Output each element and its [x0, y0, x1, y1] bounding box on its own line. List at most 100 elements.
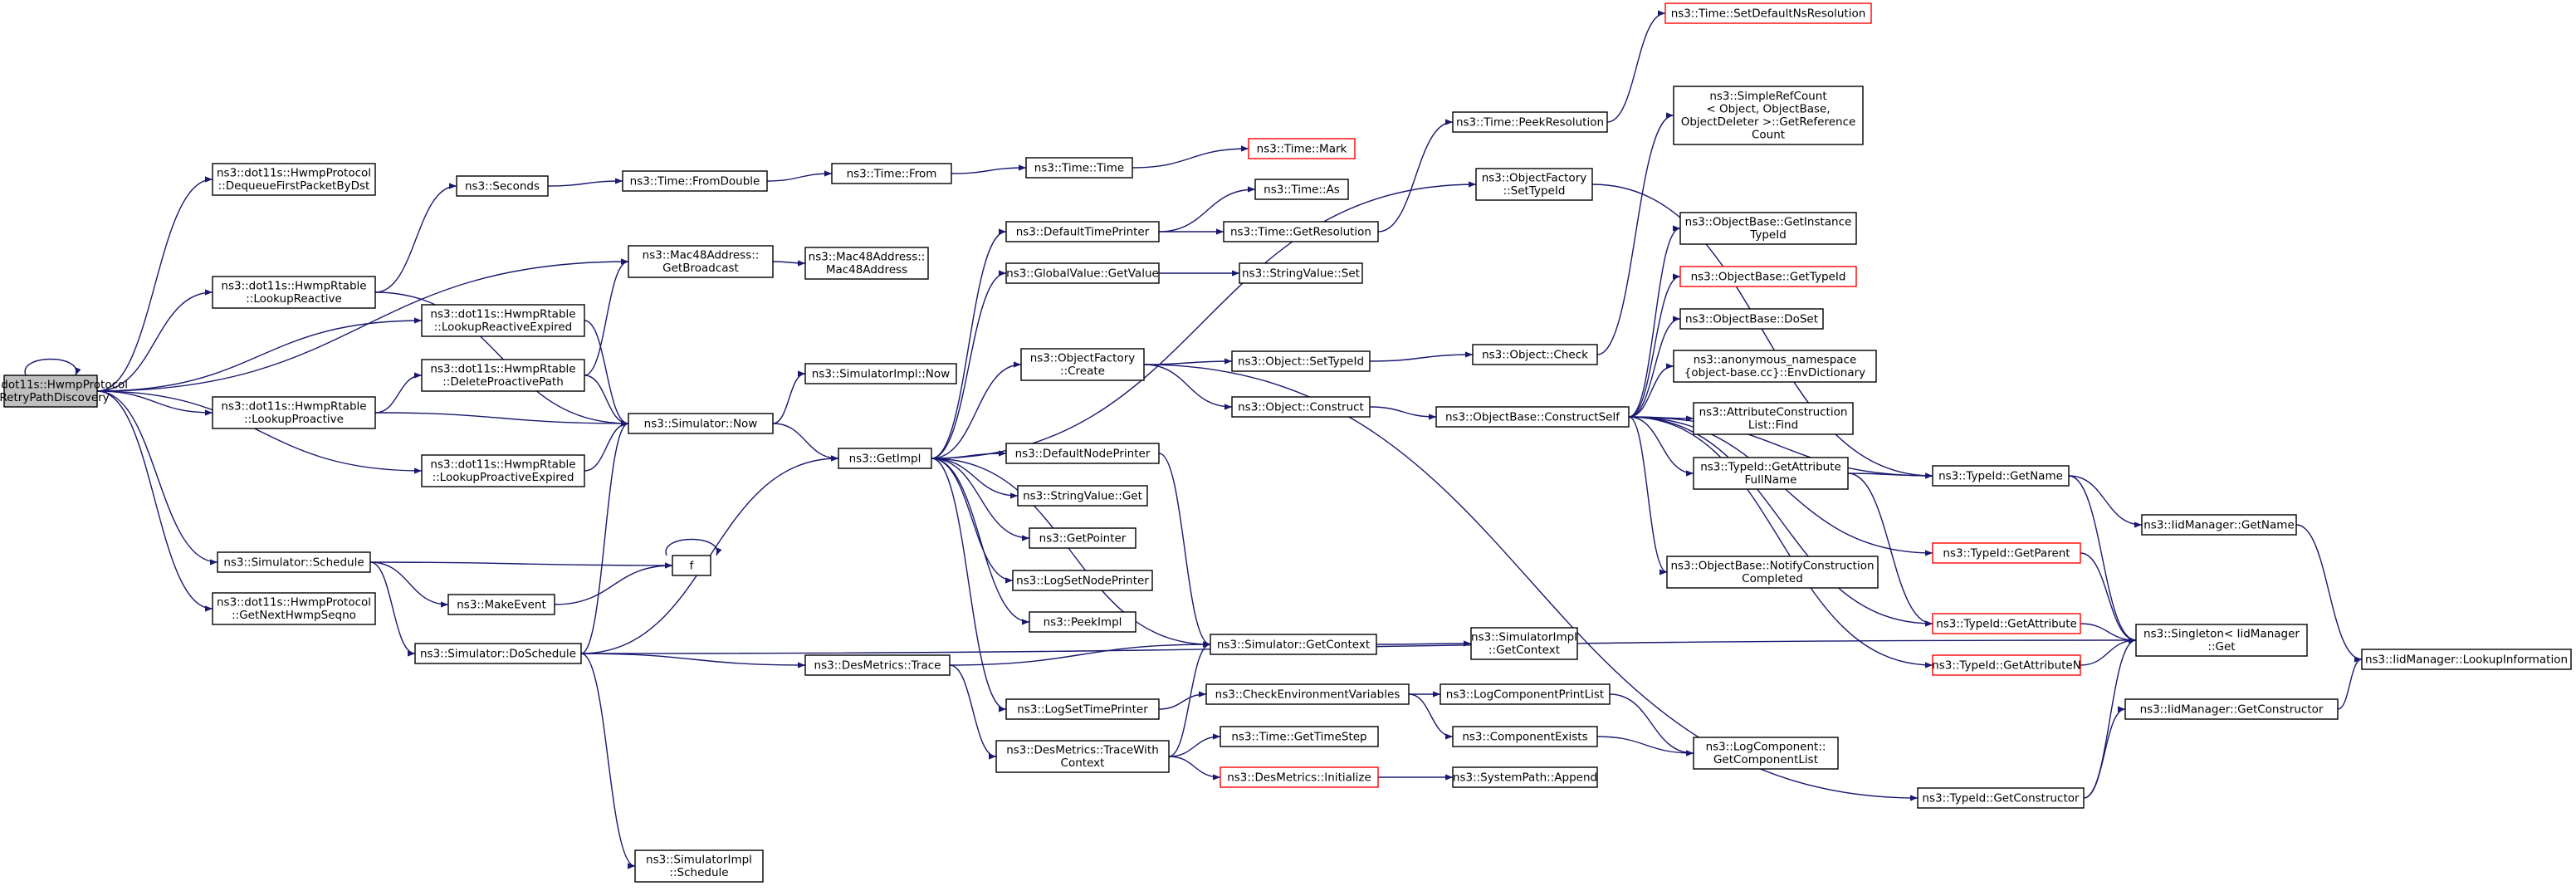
function-node-n51[interactable]: ns3::Object::Check	[1472, 344, 1598, 365]
function-node-n38[interactable]: ns3::SimulatorImpl::GetContext	[1470, 627, 1578, 660]
node-label-line: ns3::IidManager::GetConstructor	[2140, 703, 2324, 716]
function-node-n42[interactable]: ns3::ComponentExists	[1452, 726, 1598, 747]
function-node-n46[interactable]: ns3::SystemPath::Append	[1452, 766, 1598, 788]
function-node-n35[interactable]: ns3::LogSetNodePrinter	[1012, 570, 1153, 591]
function-node-n45[interactable]: ns3::DesMetrics::Initialize	[1220, 766, 1379, 788]
node-label-line: GetComponentList	[1713, 753, 1818, 766]
function-node-n63[interactable]: ns3::TypeId::GetParent	[1932, 542, 2081, 564]
node-label-line: ns3::ComponentExists	[1462, 730, 1587, 743]
function-node-n14[interactable]: ns3::SimulatorImpl::Now	[804, 363, 957, 384]
function-node-n27[interactable]: ns3::GlobalValue::GetValue	[1005, 262, 1160, 284]
function-node-n49[interactable]: ns3::Time::SetDefaultNsResolution	[1664, 2, 1872, 24]
call-edge-n62-n67	[2295, 524, 2363, 663]
call-edge-n0-n6	[96, 390, 213, 416]
node-label-line: ns3::Time::SetDefaultNsResolution	[1671, 7, 1866, 20]
function-node-n56[interactable]: ns3::ObjectBase::DoSet	[1679, 308, 1824, 330]
function-node-n55[interactable]: ns3::ObjectBase::GetTypeId	[1679, 266, 1857, 287]
function-node-n69[interactable]: ns3::TypeId::GetConstructor	[1917, 787, 2085, 809]
function-node-n20[interactable]: ns3::DesMetrics::Trace	[804, 654, 951, 676]
function-node-n18[interactable]: ns3::Simulator::DoSchedule	[414, 643, 582, 664]
call-edge-n15-n50	[931, 181, 1477, 459]
node-box	[1679, 266, 1857, 287]
call-edge-n15-n34	[931, 458, 1030, 541]
function-node-n62[interactable]: ns3::IidManager::GetName	[2141, 514, 2297, 536]
node-label-line: ns3::Time::As	[1264, 183, 1340, 196]
function-node-n26[interactable]: ns3::Time::GetResolution	[1223, 221, 1379, 242]
node-box	[1932, 654, 2081, 676]
function-node-n5[interactable]: ns3::dot11s::HwmpRtable::LookupReactiveE…	[421, 304, 585, 337]
function-node-n50[interactable]: ns3::ObjectFactory::SetTypeId	[1475, 168, 1593, 201]
function-node-n9[interactable]: ns3::Simulator::Schedule	[217, 551, 371, 573]
function-node-n25[interactable]: ns3::Time::As	[1254, 179, 1349, 200]
node-label-line: ns3::SimpleRefCount	[1709, 90, 1826, 103]
function-node-n23[interactable]: ns3::Time::Mark	[1248, 138, 1356, 159]
function-node-n65[interactable]: ns3::TypeId::GetAttributeN	[1932, 654, 2081, 676]
function-node-n17[interactable]: ns3::MakeEvent	[447, 594, 555, 615]
function-node-n11[interactable]: ns3::Time::FromDouble	[622, 170, 768, 192]
node-label-line: ns3::ObjectBase::GetTypeId	[1691, 270, 1846, 283]
function-node-n61[interactable]: ns3::TypeId::GetName	[1932, 465, 2070, 487]
function-node-n1[interactable]: ns3::dot11s::HwmpProtocol::DequeueFirstP…	[212, 163, 376, 196]
function-node-n68[interactable]: ns3::IidManager::GetConstructor	[2124, 698, 2339, 720]
node-label-line: ns3::CheckEnvironmentVariables	[1215, 688, 1400, 701]
node-box	[1231, 396, 1371, 418]
function-node-n47[interactable]: ns3::LogComponent::GetComponentList	[1693, 737, 1839, 770]
function-node-n44[interactable]: ns3::Time::GetTimeStep	[1220, 726, 1379, 747]
function-node-n6[interactable]: ns3::dot11s::HwmpRtable::LookupProactive	[212, 396, 376, 429]
call-edge-n15-n36	[931, 458, 1030, 625]
node-box	[622, 170, 768, 192]
call-edge-n0-n9	[96, 390, 218, 565]
function-node-n41[interactable]: ns3::LogComponentPrintList	[1440, 683, 1611, 705]
function-node-n67[interactable]: ns3::IidManager::LookupInformation	[2361, 649, 2572, 670]
function-node-n64[interactable]: ns3::TypeId::GetAttribute	[1932, 613, 2081, 634]
node-label-line: ns3::Time::PeekResolution	[1456, 115, 1604, 129]
function-node-n48[interactable]: ns3::Time::PeekResolution	[1452, 111, 1608, 133]
function-node-n8[interactable]: ns3::dot11s::HwmpRtable::LookupProactive…	[421, 454, 585, 487]
function-node-n40[interactable]: ns3::CheckEnvironmentVariables	[1205, 683, 1410, 705]
call-edge-n29-n30	[1143, 358, 1233, 365]
function-node-n21[interactable]: ns3::Time::From	[831, 163, 952, 184]
node-box	[447, 594, 555, 615]
function-node-n53[interactable]: ns3::SimpleRefCount< Object, ObjectBase,…	[1673, 86, 1864, 145]
function-node-n66[interactable]: ns3::Singleton< IidManager::Get	[2135, 624, 2308, 657]
function-node-n12[interactable]: ns3::Mac48Address::Mac48Address	[804, 247, 929, 280]
node-box	[212, 396, 376, 429]
function-node-n60[interactable]: ns3::ObjectBase::NotifyConstructionCompl…	[1666, 556, 1879, 589]
function-node-n31[interactable]: ns3::Object::Construct	[1231, 396, 1371, 418]
function-node-n37[interactable]: ns3::Simulator::GetContext	[1210, 634, 1377, 655]
function-node-n15[interactable]: ns3::GetImpl	[838, 448, 932, 469]
function-node-n29[interactable]: ns3::ObjectFactory::Create	[1020, 348, 1145, 381]
node-label-line: ns3::dot11s::HwmpRtable	[430, 308, 575, 321]
function-node-n36[interactable]: ns3::PeekImpl	[1029, 611, 1136, 633]
function-node-n13[interactable]: ns3::Simulator::Now	[628, 413, 774, 434]
node-label-line: ns3::IidManager::GetName	[2143, 518, 2295, 531]
node-label-line: ns3::TypeId::GetConstructor	[1922, 791, 2080, 805]
function-node-n32[interactable]: ns3::DefaultNodePrinter	[1005, 443, 1160, 464]
node-box	[1005, 221, 1160, 242]
function-node-n28[interactable]: ns3::StringValue::Set	[1239, 262, 1363, 284]
node-label-line: ns3::TypeId::GetAttributeN	[1932, 658, 2081, 672]
function-node-n3[interactable]: ns3::Seconds	[456, 175, 549, 197]
function-node-n19[interactable]: ns3::SimulatorImpl::Schedule	[634, 849, 764, 883]
function-node-n52[interactable]: ns3::ObjectBase::ConstructSelf	[1435, 406, 1630, 428]
function-node-n30[interactable]: ns3::Object::SetTypeId	[1231, 350, 1371, 372]
function-node-n57[interactable]: ns3::anonymous_namespace{object-base.cc}…	[1673, 350, 1877, 383]
function-node-n16[interactable]: f	[672, 555, 711, 576]
function-node-n24[interactable]: ns3::DefaultTimePrinter	[1005, 221, 1160, 242]
function-node-n7[interactable]: ns3::dot11s::HwmpRtable::DeleteProactive…	[421, 359, 585, 392]
call-edge-n22-n23	[1132, 145, 1249, 169]
function-node-n4[interactable]: ns3::Mac48Address::GetBroadcast	[628, 245, 774, 278]
node-box	[456, 175, 549, 197]
function-node-n10[interactable]: ns3::dot11s::HwmpProtocol::GetNextHwmpSe…	[212, 592, 376, 625]
function-node-n0: ns3::dot11s::HwmpProtocol::RetryPathDisc…	[0, 375, 128, 408]
function-node-n22[interactable]: ns3::Time::Time	[1025, 157, 1133, 179]
call-edge-n6-n13	[374, 412, 629, 427]
function-node-n39[interactable]: ns3::LogSetTimePrinter	[1005, 698, 1160, 720]
function-node-n2[interactable]: ns3::dot11s::HwmpRtable::LookupReactive	[212, 276, 376, 309]
function-node-n33[interactable]: ns3::StringValue::Get	[1017, 485, 1148, 507]
function-node-n34[interactable]: ns3::GetPointer	[1029, 527, 1136, 549]
